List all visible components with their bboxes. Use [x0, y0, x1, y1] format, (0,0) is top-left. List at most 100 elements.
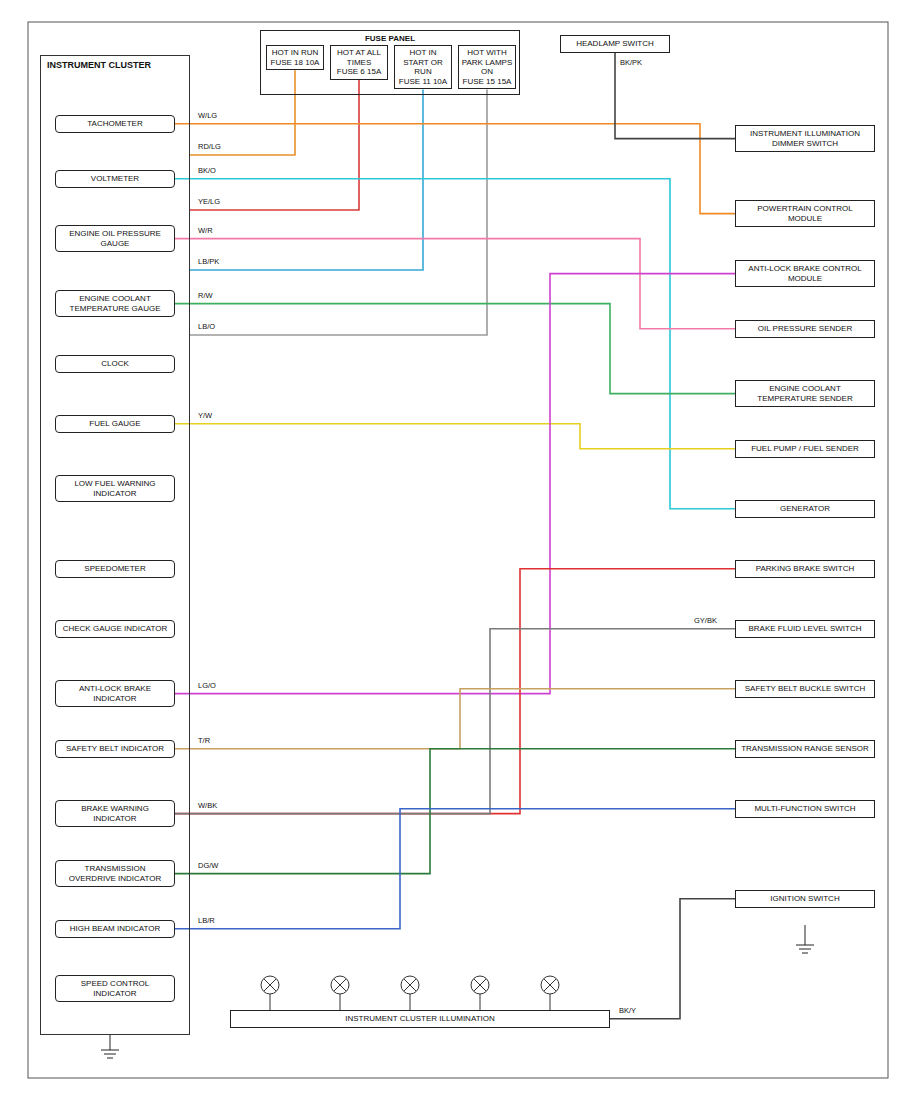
wire-color-code: DG/W — [197, 862, 219, 870]
node-title: HOT AT ALL TIMES — [333, 48, 385, 67]
node-title: HEADLAMP SWITCH — [565, 39, 665, 49]
indicator-box: TRANSMISSION OVERDRIVE INDICATOR — [55, 860, 175, 887]
node-title: SPEEDOMETER — [60, 564, 170, 574]
wire-color-code: LB/O — [197, 323, 216, 331]
sender-box: ENGINE COOLANT TEMPERATURE SENDER — [735, 380, 875, 407]
node-detail: FUSE 11 10A — [397, 77, 449, 87]
indicator-box: SPEED CONTROL INDICATOR — [55, 975, 175, 1002]
wire — [175, 124, 735, 214]
node-title: INSTRUMENT ILLUMINATION DIMMER SWITCH — [740, 129, 870, 148]
node-title: PARKING BRAKE SWITCH — [740, 564, 870, 574]
wire-color-code: R/W — [197, 292, 214, 300]
wire-color-code: Y/W — [197, 412, 213, 420]
wire-color-code: W/LG — [197, 112, 218, 120]
node-title: BRAKE WARNING INDICATOR — [60, 804, 170, 823]
wire — [175, 239, 735, 329]
node-title: HOT IN START OR RUN — [397, 48, 449, 77]
node-title: TRANSMISSION RANGE SENSOR — [740, 744, 870, 754]
node-title: INSTRUMENT CLUSTER — [47, 60, 183, 71]
wire-color-code: RD/LG — [197, 143, 222, 151]
wire — [190, 89, 487, 335]
indicator-box: SAFETY BELT INDICATOR — [55, 740, 175, 758]
switch-box: HEADLAMP SWITCH — [560, 35, 670, 53]
node-title: ANTI-LOCK BRAKE INDICATOR — [60, 684, 170, 703]
switch-box: PARKING BRAKE SWITCH — [735, 560, 875, 578]
node-title: CHECK GAUGE INDICATOR — [60, 624, 170, 634]
wire — [175, 179, 735, 509]
fuse-panel: FUSE PANELHOT IN RUNFUSE 18 10A HOT AT AL… — [260, 30, 520, 95]
wire-color-code: BK/O — [197, 167, 217, 175]
node-title: ENGINE COOLANT TEMPERATURE SENDER — [740, 384, 870, 403]
wire — [190, 70, 295, 155]
node-title: HOT IN RUN — [269, 48, 321, 58]
wire-color-code: LB/PK — [197, 258, 220, 266]
wire-color-code: YE/LG — [197, 198, 221, 206]
node-title: VOLTMETER — [60, 174, 170, 184]
wire — [175, 629, 735, 814]
wire-color-code: LB/R — [197, 917, 216, 925]
indicator-box: HIGH BEAM INDICATOR — [55, 920, 175, 938]
indicator-box: BRAKE WARNING INDICATOR — [55, 800, 175, 827]
module-box: ANTI-LOCK BRAKE CONTROL MODULE — [735, 260, 875, 287]
node-title: FUEL GAUGE — [60, 419, 170, 429]
node-title: SAFETY BELT INDICATOR — [60, 744, 170, 754]
wire — [175, 809, 735, 929]
node-title: SPEED CONTROL INDICATOR — [60, 979, 170, 998]
wire-color-code: LG/O — [197, 682, 217, 690]
wire-color-code: W/BK — [197, 802, 218, 810]
wire-color-code: BK/PK — [619, 59, 643, 67]
wire — [175, 749, 735, 874]
gauge-box: TACHOMETER — [55, 115, 175, 133]
wire — [175, 689, 735, 749]
generator-box: GENERATOR — [735, 500, 875, 518]
node-title: POWERTRAIN CONTROL MODULE — [740, 204, 870, 223]
wire-color-code: W/R — [197, 227, 214, 235]
fuse-box: HOT WITH PARK LAMPS ONFUSE 15 15A — [458, 45, 516, 89]
node-title: BRAKE FLUID LEVEL SWITCH — [740, 624, 870, 634]
node-detail: FUSE 6 15A — [333, 67, 385, 77]
sensor-box: TRANSMISSION RANGE SENSOR — [735, 740, 875, 758]
wire — [615, 53, 735, 139]
node-title: ENGINE OIL PRESSURE GAUGE — [60, 229, 170, 248]
module-box: POWERTRAIN CONTROL MODULE — [735, 200, 875, 227]
node-title: ENGINE COOLANT TEMPERATURE GAUGE — [60, 294, 170, 313]
fuse-box: HOT IN RUNFUSE 18 10A — [266, 45, 324, 70]
wire — [175, 424, 735, 449]
node-title: INSTRUMENT CLUSTER ILLUMINATION — [235, 1014, 605, 1024]
wire — [190, 89, 423, 270]
ground-symbol — [101, 925, 814, 1058]
gauge-box: ENGINE OIL PRESSURE GAUGE — [55, 225, 175, 252]
node-title: MULTI-FUNCTION SWITCH — [740, 804, 870, 814]
node-title: LOW FUEL WARNING INDICATOR — [60, 479, 170, 498]
node-title: ANTI-LOCK BRAKE CONTROL MODULE — [740, 264, 870, 283]
gauge-box: SPEEDOMETER — [55, 560, 175, 578]
node-title: TACHOMETER — [60, 119, 170, 129]
node-title: IGNITION SWITCH — [740, 894, 870, 904]
wire-color-code: T/R — [197, 737, 211, 745]
sender-box: OIL PRESSURE SENDER — [735, 320, 875, 338]
bulb-symbols — [261, 976, 559, 1010]
illumination-box: INSTRUMENT CLUSTER ILLUMINATION — [230, 1010, 610, 1028]
gauge-box: ENGINE COOLANT TEMPERATURE GAUGE — [55, 290, 175, 317]
sender-box: FUEL PUMP / FUEL SENDER — [735, 440, 875, 458]
node-title: CLOCK — [60, 359, 170, 369]
diagram-frame — [28, 22, 888, 1078]
wire-color-code: GY/BK — [693, 617, 718, 625]
wire — [175, 274, 735, 694]
switch-box: SAFETY BELT BUCKLE SWITCH — [735, 680, 875, 698]
node-title: OIL PRESSURE SENDER — [740, 324, 870, 334]
gauge-box: CLOCK — [55, 355, 175, 373]
gauge-box: VOLTMETER — [55, 170, 175, 188]
cluster-housing: INSTRUMENT CLUSTER TACHOMETER VOLTMETER ENG… — [40, 55, 190, 1035]
wire — [610, 899, 735, 1019]
node-title: HOT WITH PARK LAMPS ON — [461, 48, 513, 77]
switch-box: IGNITION SWITCH — [735, 890, 875, 908]
switch-box: BRAKE FLUID LEVEL SWITCH — [735, 620, 875, 638]
node-detail: FUSE 15 15A — [461, 77, 513, 87]
wire — [175, 569, 735, 814]
indicator-box: LOW FUEL WARNING INDICATOR — [55, 475, 175, 502]
node-title: TRANSMISSION OVERDRIVE INDICATOR — [60, 864, 170, 883]
node-title: GENERATOR — [740, 504, 870, 514]
node-title: HIGH BEAM INDICATOR — [60, 924, 170, 934]
node-title: FUSE PANEL — [265, 34, 515, 44]
